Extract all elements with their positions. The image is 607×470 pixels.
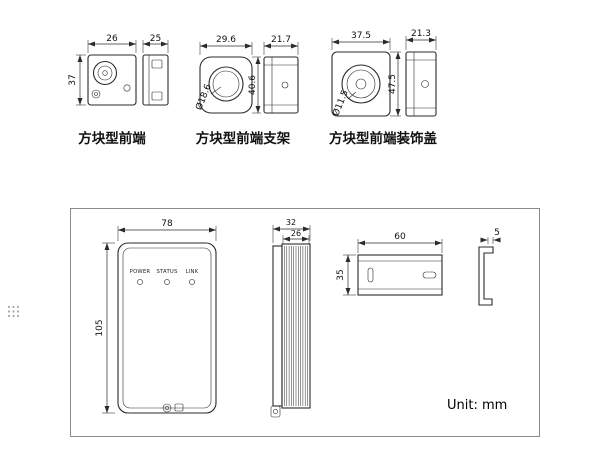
bracket-width-dim: 60 — [394, 232, 406, 242]
bracket-module-side-width-dim: 21.7 — [271, 35, 291, 45]
device-front-view: POWER STATUS LINK 78 105 — [95, 219, 217, 414]
drag-handle[interactable] — [7, 305, 20, 318]
cover-module-side-width-dim: 21.3 — [411, 29, 431, 39]
front-module-drawing: 26 25 37 方块型前端 — [68, 34, 169, 147]
front-module-side-width-dim: 25 — [150, 34, 161, 44]
lens-circle — [341, 64, 381, 104]
mounting-bracket-view: 60 35 — [336, 232, 443, 296]
bracket-height-dim: 35 — [336, 269, 346, 280]
cover-module-drawing: Ø11.5 37.5 47.5 21.3 方块型前端装饰盖 — [329, 29, 437, 147]
lens-circle — [92, 60, 118, 86]
front-module-height-dim: 37 — [68, 74, 78, 85]
bracket-module-drawing: Ø18.6 29.6 40.6 21.7 方块型前端支架 — [194, 35, 299, 147]
indicator-label-status: STATUS — [156, 269, 178, 275]
led-indicator — [137, 279, 143, 285]
front-view-width-dim: 78 — [161, 219, 173, 229]
front-module-label: 方块型前端 — [78, 130, 146, 147]
led-indicator — [164, 279, 170, 285]
cover-module-width-dim: 37.5 — [351, 31, 371, 41]
device-side-view: 32 26 — [270, 218, 311, 418]
unit-label: Unit: mm — [447, 398, 507, 413]
indicator-label-power: POWER — [130, 269, 151, 275]
led-indicator — [189, 279, 195, 285]
bracket-module-width-dim: 29.6 — [216, 35, 236, 45]
side-view-outer-width-dim: 32 — [286, 218, 296, 227]
indicator-label-link: LINK — [186, 269, 199, 275]
bracket-profile-view: 5 — [478, 228, 501, 306]
front-module-width-dim: 26 — [106, 34, 118, 44]
side-view-inner-width-dim: 26 — [291, 229, 301, 238]
cover-module-label: 方块型前端装饰盖 — [329, 130, 437, 147]
bracket-module-diameter-dim: Ø18.6 — [194, 82, 214, 112]
profile-thickness-dim: 5 — [494, 228, 500, 238]
lens-circle — [208, 66, 244, 102]
dimension-panel: POWER STATUS LINK 78 105 — [70, 208, 540, 437]
cover-module-height-dim: 47.5 — [388, 74, 398, 94]
bracket-module-label: 方块型前端支架 — [196, 130, 291, 147]
front-view-height-dim: 105 — [95, 319, 105, 336]
cover-module-diameter-dim: Ø11.5 — [331, 88, 351, 117]
bracket-module-height-dim: 40.6 — [248, 75, 258, 95]
